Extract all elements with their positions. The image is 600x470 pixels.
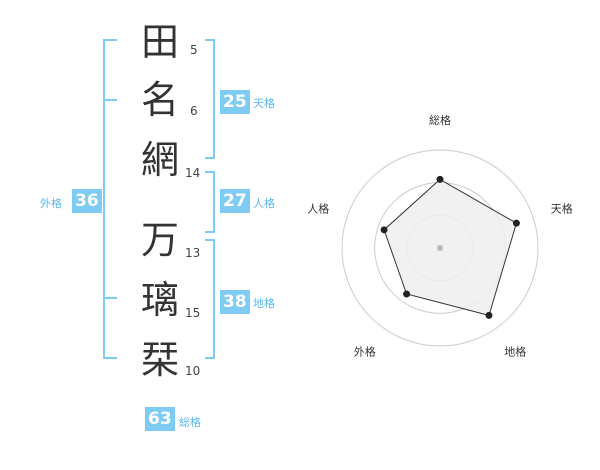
soukaku-value: 63 — [145, 407, 175, 431]
stroke-count-1: 5 — [190, 43, 198, 57]
radar-axis-label: 人格 — [307, 201, 329, 215]
jinkaku-value: 27 — [220, 189, 250, 213]
jinkaku-label: 人格 — [253, 197, 275, 210]
radar-point-4 — [403, 290, 411, 298]
chikaku-bracket — [205, 239, 215, 359]
gaikaku-bracket — [103, 39, 117, 359]
name-char-4: 万 — [140, 218, 179, 262]
radar-axis-label: 地格 — [504, 345, 526, 359]
tenkaku-bracket — [205, 39, 215, 159]
name-char-6: 栞 — [140, 338, 179, 382]
radar-axis-label: 天格 — [551, 201, 573, 215]
name-char-5: 璃 — [140, 278, 179, 322]
stroke-count-6: 10 — [185, 364, 201, 378]
name-char-1: 田 — [140, 20, 179, 64]
chikaku-label: 地格 — [253, 297, 275, 310]
name-char-3: 網 — [140, 138, 179, 182]
stroke-count-2: 6 — [190, 104, 198, 118]
radar-point-2 — [512, 219, 520, 227]
radar-axis-label: 外格 — [354, 345, 376, 359]
radar-center — [437, 245, 443, 251]
radar-polygon — [383, 178, 518, 316]
chikaku-value: 38 — [220, 290, 250, 314]
stroke-count-4: 13 — [185, 246, 201, 260]
radar-point-1 — [436, 175, 444, 183]
name-char-2: 名 — [140, 78, 179, 122]
gaikaku-value: 36 — [72, 189, 102, 213]
gaikaku-label: 外格 — [40, 197, 62, 210]
jinkaku-bracket — [205, 171, 215, 233]
stroke-count-3: 14 — [185, 166, 201, 180]
stroke-count-5: 15 — [185, 306, 201, 320]
radar-point-5 — [380, 226, 388, 234]
soukaku-label: 総格 — [179, 416, 201, 429]
radar-axis-label: 総格 — [429, 113, 451, 127]
tenkaku-value: 25 — [220, 90, 250, 114]
radar-point-3 — [485, 311, 493, 319]
radar-ring — [341, 149, 539, 347]
tenkaku-label: 天格 — [253, 97, 275, 110]
